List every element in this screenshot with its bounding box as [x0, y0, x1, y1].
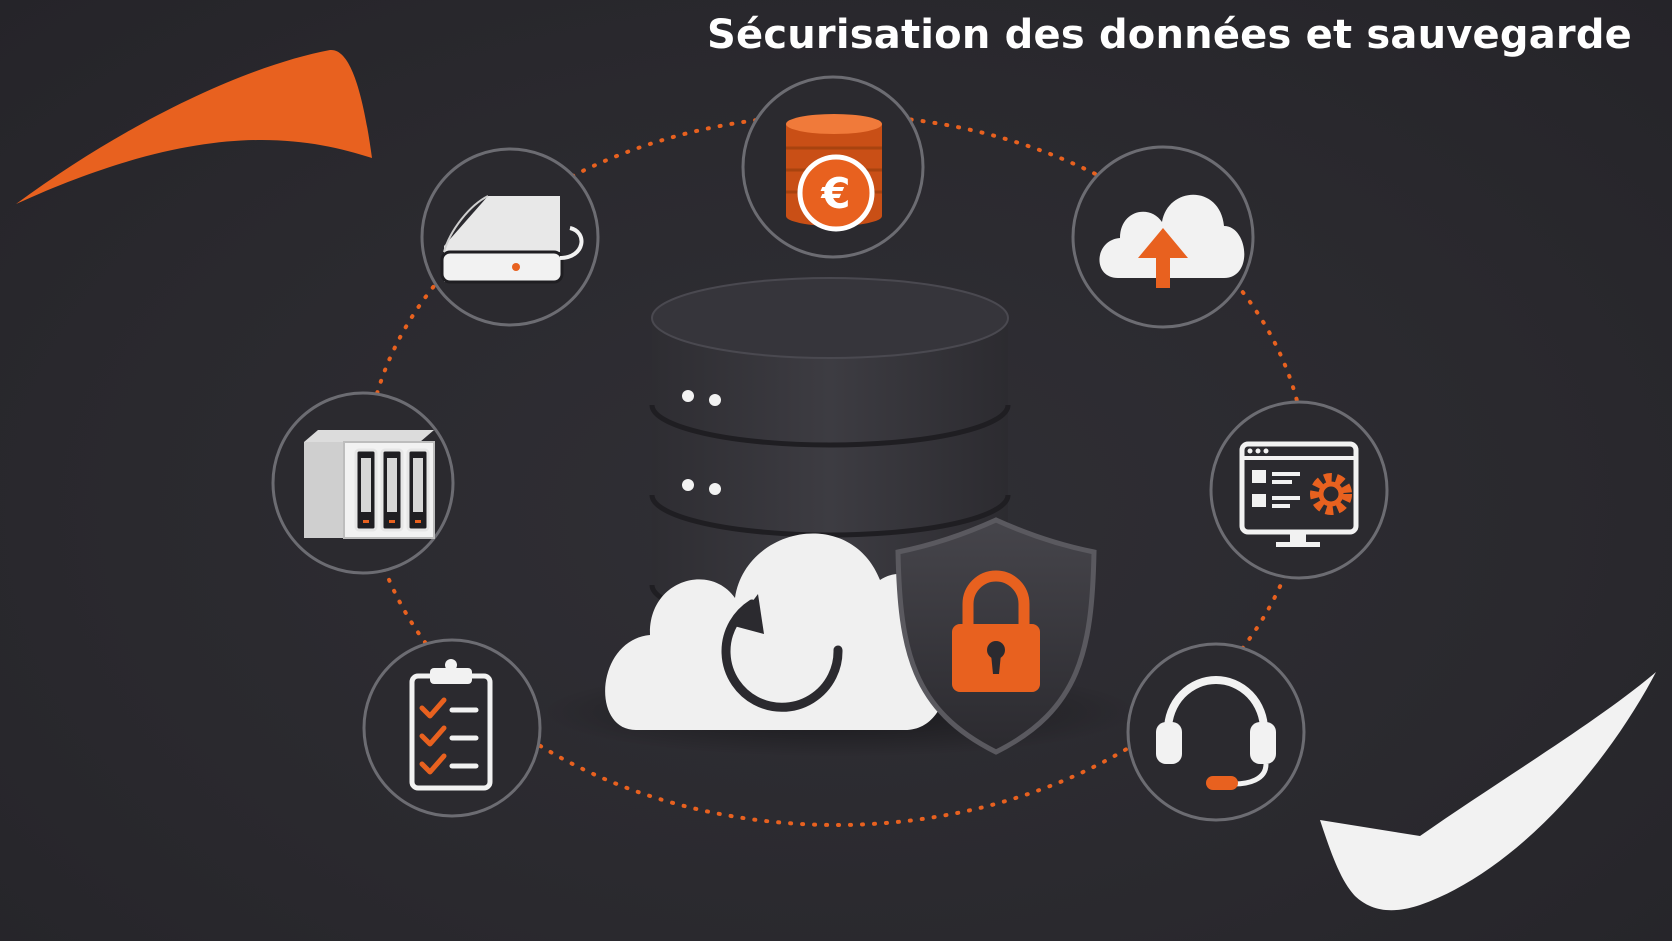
satellite-external-drive — [420, 147, 600, 327]
cloud-upload-icon — [1099, 194, 1245, 288]
headset-icon — [1156, 676, 1276, 790]
checklist-icon — [409, 659, 493, 791]
coins-euro-icon: € — [786, 114, 882, 232]
euro-symbol: € — [820, 169, 850, 218]
satellite-nas-storage — [271, 391, 455, 575]
nas-storage-icon — [304, 430, 435, 539]
satellite-monitor-settings — [1209, 400, 1389, 580]
shield-lock-icon — [895, 517, 1097, 755]
cloud-sync-icon — [605, 533, 947, 730]
page-title: Sécurisation des données et sauvegarde — [706, 12, 1632, 58]
monitor-settings-icon — [1239, 441, 1359, 547]
satellite-cloud-upload — [1071, 145, 1255, 329]
satellite-checklist — [362, 638, 542, 818]
satellite-coins-euro: € — [741, 75, 925, 259]
satellite-headset-support — [1126, 642, 1306, 822]
white-swoosh-icon — [1320, 672, 1656, 911]
orange-swoosh-icon — [16, 49, 372, 204]
external-drive-icon — [440, 195, 584, 284]
